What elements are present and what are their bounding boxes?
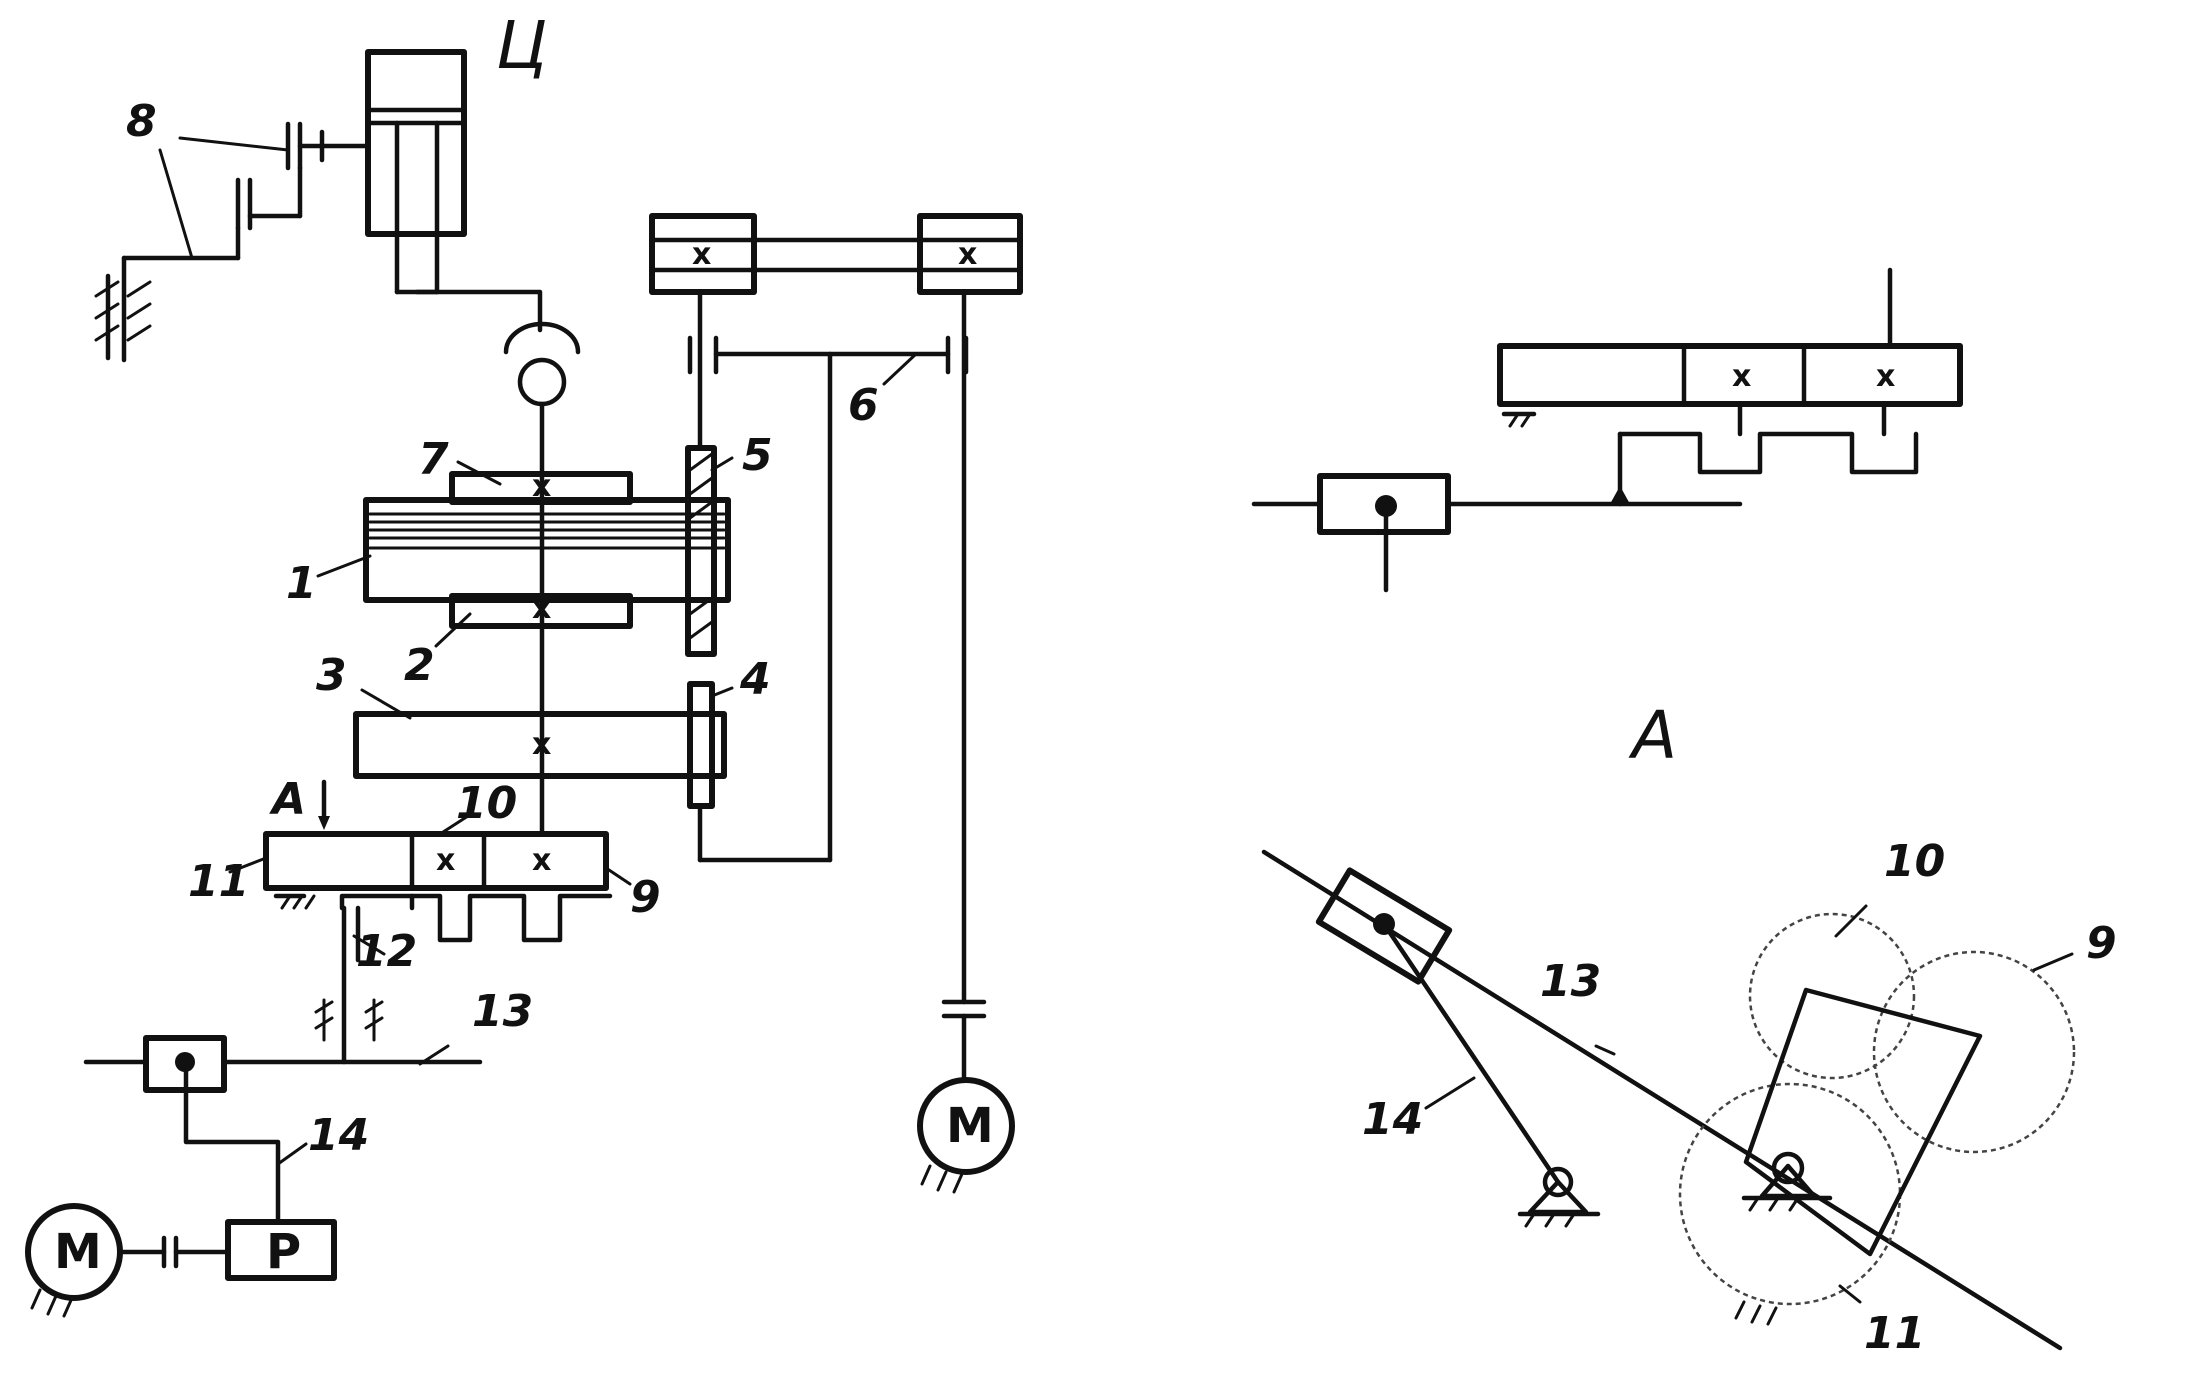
bearing-mark-3: x <box>532 727 551 762</box>
label-12: 12 <box>356 926 417 977</box>
label-view-9: 9 <box>2086 918 2117 969</box>
bearing-mark-plan-10: x <box>1732 359 1751 394</box>
label-9: 9 <box>630 872 661 923</box>
label-view-title: A <box>1628 697 1677 774</box>
shaft-13-view <box>1261 849 2063 1351</box>
lever-14-view <box>1381 921 1561 1185</box>
lever-14 <box>183 1067 281 1225</box>
ball-joint <box>517 357 567 407</box>
label-14: 14 <box>308 1110 369 1161</box>
plan-view <box>1251 267 1963 593</box>
motor-left-symbol: M <box>54 1224 102 1280</box>
label-4: 4 <box>739 654 771 705</box>
shaft-6 <box>687 335 969 863</box>
label-1: 1 <box>286 558 317 609</box>
shaft-12 <box>314 905 384 1065</box>
label-6: 6 <box>848 380 879 431</box>
view-a <box>1261 849 2076 1351</box>
damper-8 <box>94 121 325 363</box>
label-view-13: 13 <box>1540 956 1601 1007</box>
label-view-11: 11 <box>1864 1308 1925 1359</box>
gear-block-9-10-11 <box>263 831 613 943</box>
belt-drive <box>649 213 1023 295</box>
cylinder-rod <box>414 289 543 333</box>
bearing-mark-2: x <box>532 591 551 626</box>
label-cylinder: Ц <box>496 7 547 84</box>
label-10: 10 <box>456 778 517 829</box>
hydraulic-cylinder <box>319 49 467 295</box>
gear-2 <box>449 593 633 629</box>
label-view-14: 14 <box>1362 1094 1423 1145</box>
gear-3 <box>353 711 727 779</box>
label-7: 7 <box>418 434 449 485</box>
bearing-mark-9: x <box>532 843 551 878</box>
label-5: 5 <box>742 430 773 481</box>
roll-1 <box>363 497 731 603</box>
motor-right <box>917 1077 1015 1194</box>
motor-right-symbol: M <box>946 1098 994 1154</box>
label-8: 8 <box>126 96 157 147</box>
label-view-10: 10 <box>1884 836 1945 887</box>
bearing-mark-10: x <box>436 843 455 878</box>
gear-10-view <box>1748 912 1916 1080</box>
bearing-mark-pulley-right: x <box>958 237 977 272</box>
label-13: 13 <box>472 986 533 1037</box>
label-11: 11 <box>188 856 249 907</box>
label-view-arrow: A <box>269 774 306 825</box>
label-3: 3 <box>316 650 347 701</box>
bearing-mark-7: x <box>532 469 551 504</box>
gear-9-view <box>1872 950 2076 1154</box>
reducer-symbol: P <box>266 1224 301 1280</box>
gear-5 <box>685 445 717 657</box>
ball-socket <box>503 321 581 355</box>
gear-4 <box>687 681 715 809</box>
main-scheme <box>25 49 1023 1318</box>
bearing-mark-pulley-left: x <box>692 237 711 272</box>
bearing-mark-plan-9: x <box>1876 359 1895 394</box>
label-2: 2 <box>404 640 435 691</box>
